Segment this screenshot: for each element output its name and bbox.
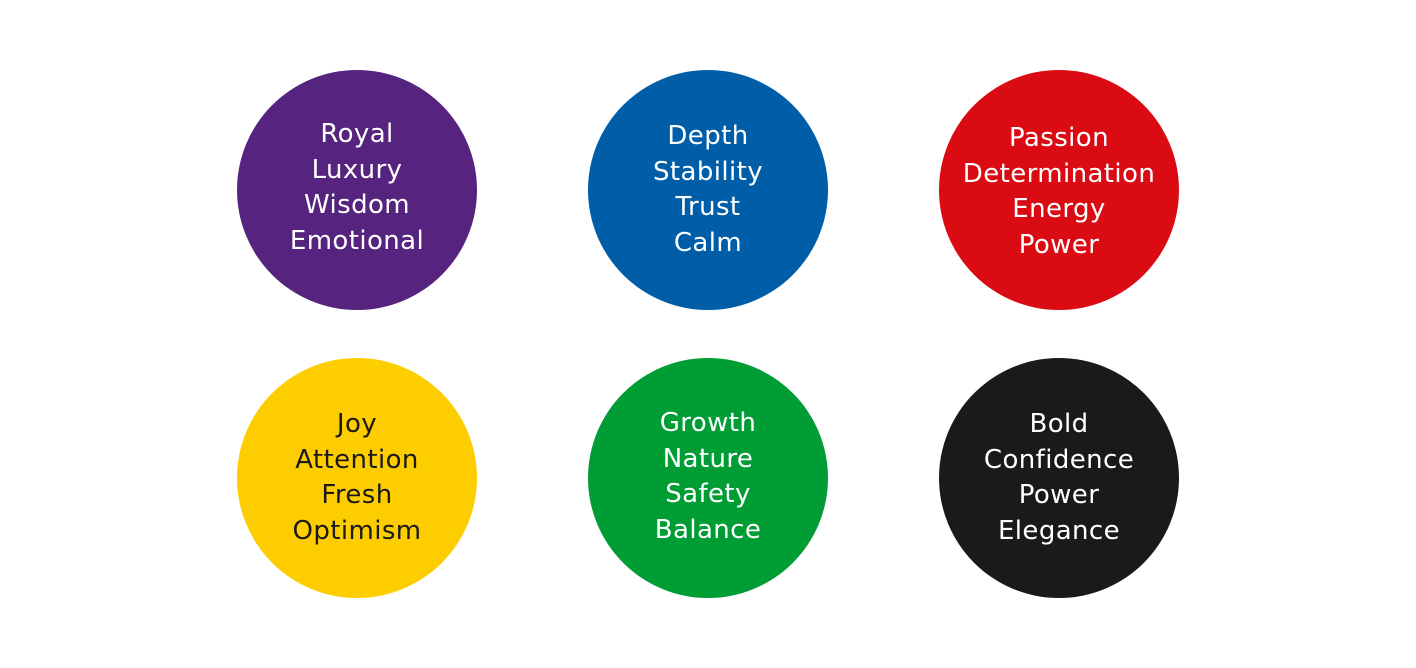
black-circle: Bold Confidence Power Elegance <box>939 358 1179 598</box>
yellow-word: Optimism <box>292 515 422 546</box>
black-word: Bold <box>1029 409 1089 439</box>
purple-circle: Royal Luxury Wisdom Emotional <box>237 70 477 310</box>
green-circle: Growth Nature Safety Balance <box>588 358 828 598</box>
purple-word-list: Royal Luxury Wisdom Emotional <box>290 117 424 259</box>
blue-word: Stability <box>653 156 763 187</box>
blue-circle: Depth Stability Trust Calm <box>588 70 828 310</box>
purple-word: Wisdom <box>303 190 411 220</box>
red-word: Power <box>1018 229 1100 260</box>
yellow-circle: Joy Attention Fresh Optimism <box>237 358 477 598</box>
green-word: Growth <box>659 408 757 438</box>
black-word: Elegance <box>997 515 1121 546</box>
red-word: Energy <box>1012 194 1106 224</box>
yellow-word: Joy <box>336 409 378 439</box>
black-word: Power <box>1018 480 1100 510</box>
yellow-word: Attention <box>295 444 419 475</box>
blue-word-list: Depth Stability Trust Calm <box>653 119 763 261</box>
green-word: Nature <box>662 443 754 474</box>
black-word-list: Bold Confidence Power Elegance <box>984 407 1134 549</box>
blue-word: Depth <box>667 121 749 151</box>
purple-word: Luxury <box>311 154 403 185</box>
blue-word: Trust <box>675 192 741 222</box>
blue-word: Calm <box>673 227 743 258</box>
green-word: Balance <box>654 514 762 545</box>
green-word: Safety <box>665 479 751 509</box>
black-word: Confidence <box>983 444 1135 475</box>
yellow-word-list: Joy Attention Fresh Optimism <box>292 407 421 549</box>
green-word-list: Growth Nature Safety Balance <box>655 406 762 548</box>
red-word: Passion <box>1009 123 1109 153</box>
red-word-list: Passion Determination Energy Power <box>963 121 1155 263</box>
purple-word: Emotional <box>289 225 425 256</box>
red-circle: Passion Determination Energy Power <box>939 70 1179 310</box>
yellow-word: Fresh <box>321 480 393 510</box>
purple-word: Royal <box>320 119 394 149</box>
red-word: Determination <box>962 158 1156 189</box>
